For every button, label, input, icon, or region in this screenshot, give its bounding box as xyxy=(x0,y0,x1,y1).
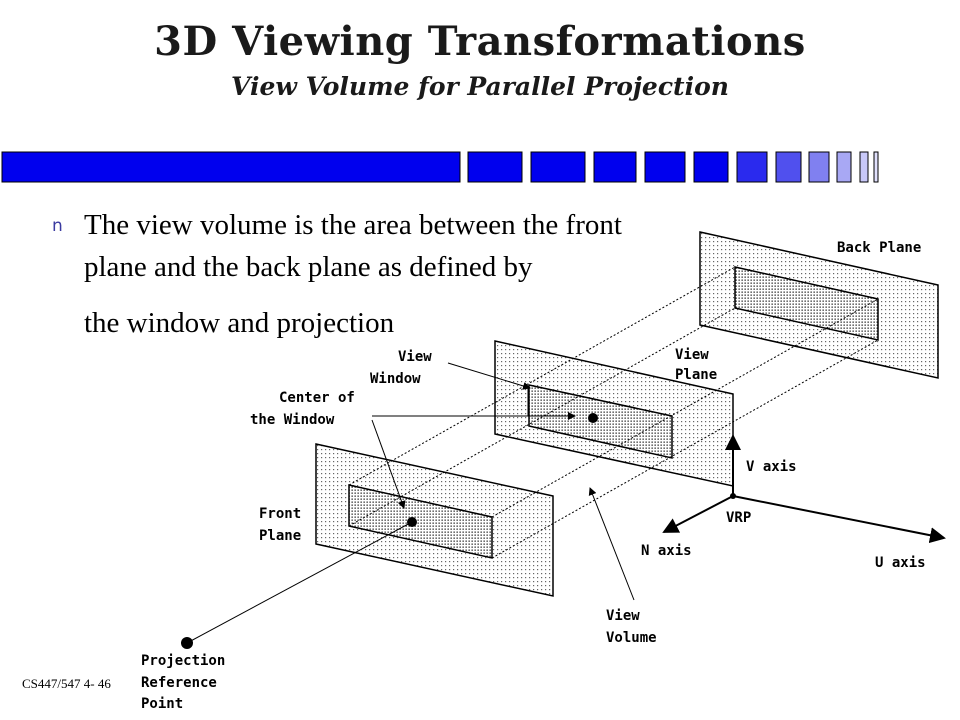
view-volume-edge xyxy=(491,339,879,559)
decorative-bar-strip xyxy=(1,151,879,183)
label-view-window: View xyxy=(398,349,432,365)
view-volume-edge xyxy=(348,307,736,527)
deco-block xyxy=(644,151,686,183)
slide-footer: CS447/547 4- 46 xyxy=(22,676,111,691)
deco-block xyxy=(775,151,802,183)
view-plane-window xyxy=(528,384,673,459)
label-front-plane: Front xyxy=(259,506,301,522)
deco-block xyxy=(736,151,768,183)
slide-title: 3D Viewing Transformations xyxy=(154,18,806,65)
label-view-plane: View xyxy=(675,347,709,363)
label-center-window: the Window xyxy=(250,412,335,428)
label-projection-reference-point: Reference xyxy=(141,675,217,691)
bullet-line-3: the window and projection xyxy=(84,307,395,339)
label-projection-reference-point: Point xyxy=(141,696,183,712)
view-volume-edge xyxy=(491,298,879,518)
vrp-point xyxy=(730,493,736,499)
front-center-leader xyxy=(371,419,406,509)
view-volume-edge xyxy=(348,266,736,486)
label-vrp: VRP xyxy=(726,510,751,526)
view-window-center-dot xyxy=(588,413,598,423)
bullet-line-2: plane and the back plane as defined by xyxy=(84,251,533,283)
label-projection-reference-point: Projection xyxy=(141,653,225,669)
label-u-axis: U axis xyxy=(875,555,926,571)
label-back-plane: Back Plane xyxy=(837,240,921,256)
slide-subtitle: View Volume for Parallel Projection xyxy=(231,72,729,101)
label-front-plane: Plane xyxy=(259,528,301,544)
label-center-window: Center of xyxy=(279,390,355,406)
deco-block xyxy=(530,151,586,183)
label-n-axis: N axis xyxy=(641,543,692,559)
label-view-volume: View xyxy=(606,608,640,624)
bullet-line-1: The view volume is the area between the … xyxy=(84,209,622,241)
deco-block xyxy=(873,151,879,183)
deco-block xyxy=(593,151,637,183)
view-volume-leader xyxy=(588,487,635,601)
deco-block xyxy=(808,151,830,183)
n-axis-line xyxy=(662,495,734,533)
bullet-icon: n xyxy=(52,216,63,236)
view-window-leader xyxy=(447,362,531,390)
u-axis-line xyxy=(732,495,946,544)
deco-block xyxy=(859,151,869,183)
deco-block xyxy=(467,151,523,183)
label-view-plane: Plane xyxy=(675,367,717,383)
deco-bar-long xyxy=(1,151,461,183)
back-plane-window xyxy=(734,266,879,341)
label-view-volume: Volume xyxy=(606,630,657,646)
deco-block xyxy=(693,151,729,183)
label-v-axis: V axis xyxy=(746,459,797,475)
deco-block xyxy=(836,151,852,183)
label-view-window: Window xyxy=(370,371,421,387)
projector-line xyxy=(186,521,413,644)
